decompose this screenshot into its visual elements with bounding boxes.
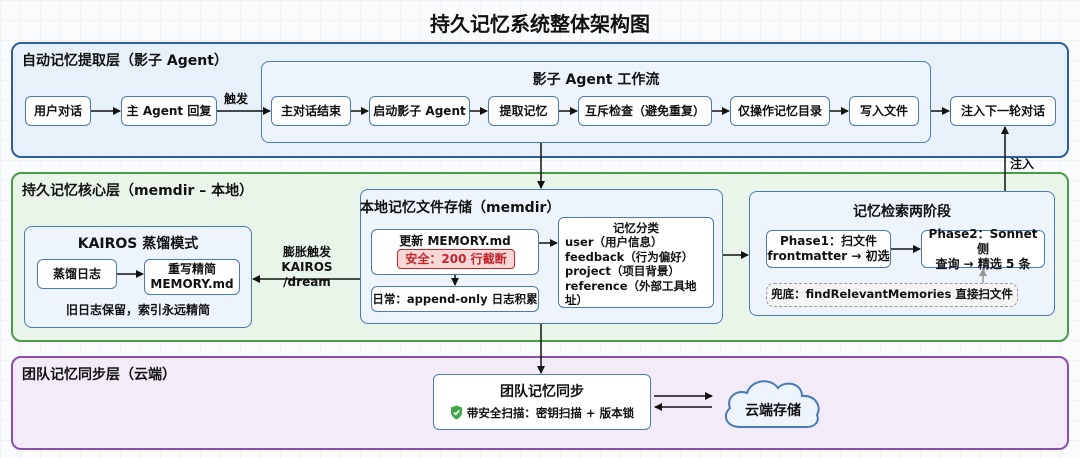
fallback-box: 兜底：findRelevantMemories 直接扫文件 bbox=[766, 283, 1018, 307]
cloud-storage-label: 云端存储 bbox=[745, 403, 801, 419]
layer-extract-label: 自动记忆提取层（影子 Agent） bbox=[22, 53, 228, 69]
layer-core-label: 持久记忆核心层（memdir – 本地） bbox=[22, 183, 254, 199]
step-dialog-end: 主对话结束 bbox=[271, 96, 351, 126]
page-title: 持久记忆系统整体架构图 bbox=[430, 12, 650, 36]
step-write-file: 写入文件 bbox=[849, 96, 919, 126]
cloud-icon bbox=[724, 380, 820, 428]
category-user: user（用户信息） bbox=[565, 235, 663, 250]
phase1-box: Phase1：扫文件 frontmatter → 初选 bbox=[766, 230, 891, 268]
phase2-line2: 查询 → 精选 5 条 bbox=[935, 256, 1031, 271]
categories-title: 记忆分类 bbox=[613, 221, 659, 235]
update-memory-label: 更新 MEMORY.md bbox=[399, 234, 511, 248]
safety-badge: 安全：200 行截断 bbox=[397, 249, 515, 269]
category-feedback: feedback（行为偏好） bbox=[565, 249, 694, 264]
next-dialog-box: 注入下一轮对话 bbox=[950, 96, 1056, 126]
shield-check-icon bbox=[450, 405, 462, 420]
trigger-label: 触发 bbox=[224, 92, 249, 106]
main-agent-box: 主 Agent 回复 bbox=[121, 96, 217, 126]
inject-label: 注入 bbox=[1010, 157, 1035, 171]
team-sync-box: 团队记忆同步 带安全扫描：密钥扫描 + 版本锁 bbox=[433, 374, 651, 430]
rewrite-line1: 重写精简 bbox=[167, 262, 216, 276]
phase2-box: Phase2：Sonnet 侧 查询 → 精选 5 条 bbox=[921, 226, 1045, 271]
rewrite-memory-box: 重写精简 MEMORY.md bbox=[144, 259, 240, 295]
distill-log-box: 蒸馏日志 bbox=[37, 259, 117, 289]
step-memdir-only: 仅操作记忆目录 bbox=[730, 96, 830, 126]
dream-line2: KAIROS bbox=[281, 260, 333, 274]
shadow-workflow-title: 影子 Agent 工作流 bbox=[532, 72, 660, 88]
user-dialog-box: 用户对话 bbox=[25, 96, 91, 126]
retrieval-title: 记忆检索两阶段 bbox=[853, 204, 951, 220]
daily-log-box: 日常：append-only 日志积累 bbox=[371, 286, 539, 312]
step-mutex: 互斥检查（避免重复） bbox=[578, 96, 712, 126]
team-sync-title: 团队记忆同步 bbox=[500, 383, 584, 400]
category-reference: reference（外部工具地址） bbox=[565, 278, 697, 307]
rewrite-line2: MEMORY.md bbox=[150, 277, 234, 291]
step-start-shadow: 启动影子 Agent bbox=[369, 96, 470, 126]
team-sync-note: 带安全扫描：密钥扫描 + 版本锁 bbox=[466, 405, 635, 420]
memdir-title: 本地记忆文件存储（memdir） bbox=[360, 200, 561, 216]
categories-box: 记忆分类 user（用户信息） feedback（行为偏好） project（项… bbox=[558, 217, 714, 308]
phase2-line1: Phase2：Sonnet 侧 bbox=[928, 226, 1038, 256]
team-sync-note-row: 带安全扫描：密钥扫描 + 版本锁 bbox=[450, 405, 634, 420]
phase1-line1: Phase1：扫文件 bbox=[779, 234, 878, 248]
kairos-note: 旧日志保留，索引永远精简 bbox=[65, 303, 210, 317]
category-project: project（项目背景） bbox=[565, 264, 680, 279]
kairos-title: KAIROS 蒸馏模式 bbox=[77, 236, 199, 252]
step-extract: 提取记忆 bbox=[488, 96, 559, 126]
phase1-line2: frontmatter → 初选 bbox=[767, 249, 890, 263]
dream-line1: 膨胀触发 bbox=[282, 245, 331, 259]
layer-team-label: 团队记忆同步层（云端） bbox=[22, 367, 176, 383]
